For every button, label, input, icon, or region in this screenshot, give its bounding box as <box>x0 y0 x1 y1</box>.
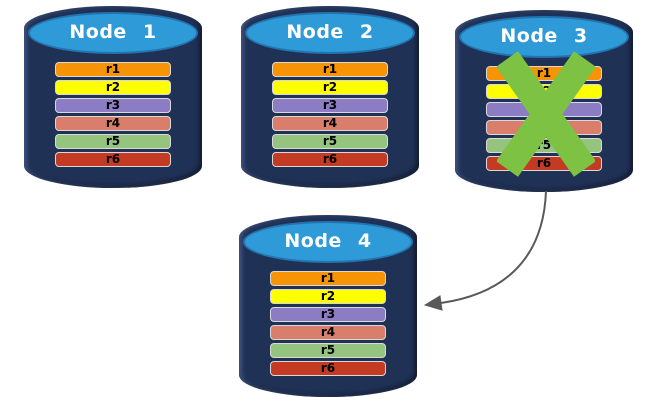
node-1-record-r1: r1 <box>55 62 171 77</box>
node-4-title: Node 4 <box>284 230 372 252</box>
arrowhead-icon <box>423 295 443 311</box>
node-1-record-r5: r5 <box>55 134 171 149</box>
node-2-title: Node 2 <box>286 21 374 43</box>
node-1-record-r3: r3 <box>55 98 171 113</box>
node-1-record-r6: r6 <box>55 152 171 167</box>
node-4-cylinder-top: Node 4 <box>243 221 413 263</box>
node-4-record-r3: r3 <box>270 307 386 322</box>
node-4-records: r1 r2 r3 r4 r5 r6 <box>270 271 386 379</box>
node-1-cylinder-top: Node 1 <box>28 12 198 54</box>
node-1-record-r4: r4 <box>55 116 171 131</box>
node-1-records: r1 r2 r3 r4 r5 r6 <box>55 62 171 170</box>
node-4-record-r6: r6 <box>270 361 386 376</box>
node-2-cylinder: Node 2 r1 r2 r3 r4 r5 r6 <box>241 6 419 188</box>
node-4-record-r1: r1 <box>270 271 386 286</box>
node-4-record-r4: r4 <box>270 325 386 340</box>
node-3-cylinder-top: Node 3 <box>459 16 629 58</box>
node-2-records: r1 r2 r3 r4 r5 r6 <box>272 62 388 170</box>
node-2-record-r4: r4 <box>272 116 388 131</box>
node-1-cylinder: Node 1 r1 r2 r3 r4 r5 r6 <box>24 6 202 188</box>
node-3-title: Node 3 <box>500 25 588 47</box>
node-4-record-r2: r2 <box>270 289 386 304</box>
node-2-record-r6: r6 <box>272 152 388 167</box>
node-1-record-r2: r2 <box>55 80 171 95</box>
node-2-record-r5: r5 <box>272 134 388 149</box>
node-2-record-r1: r1 <box>272 62 388 77</box>
node-4-cylinder: Node 4 r1 r2 r3 r4 r5 r6 <box>239 215 417 397</box>
node-2-record-r2: r2 <box>272 80 388 95</box>
node-2-record-r3: r3 <box>272 98 388 113</box>
node-1-title: Node 1 <box>69 21 157 43</box>
node-4-record-r5: r5 <box>270 343 386 358</box>
node-2-cylinder-top: Node 2 <box>245 12 415 54</box>
failure-cross-icon <box>497 51 595 177</box>
